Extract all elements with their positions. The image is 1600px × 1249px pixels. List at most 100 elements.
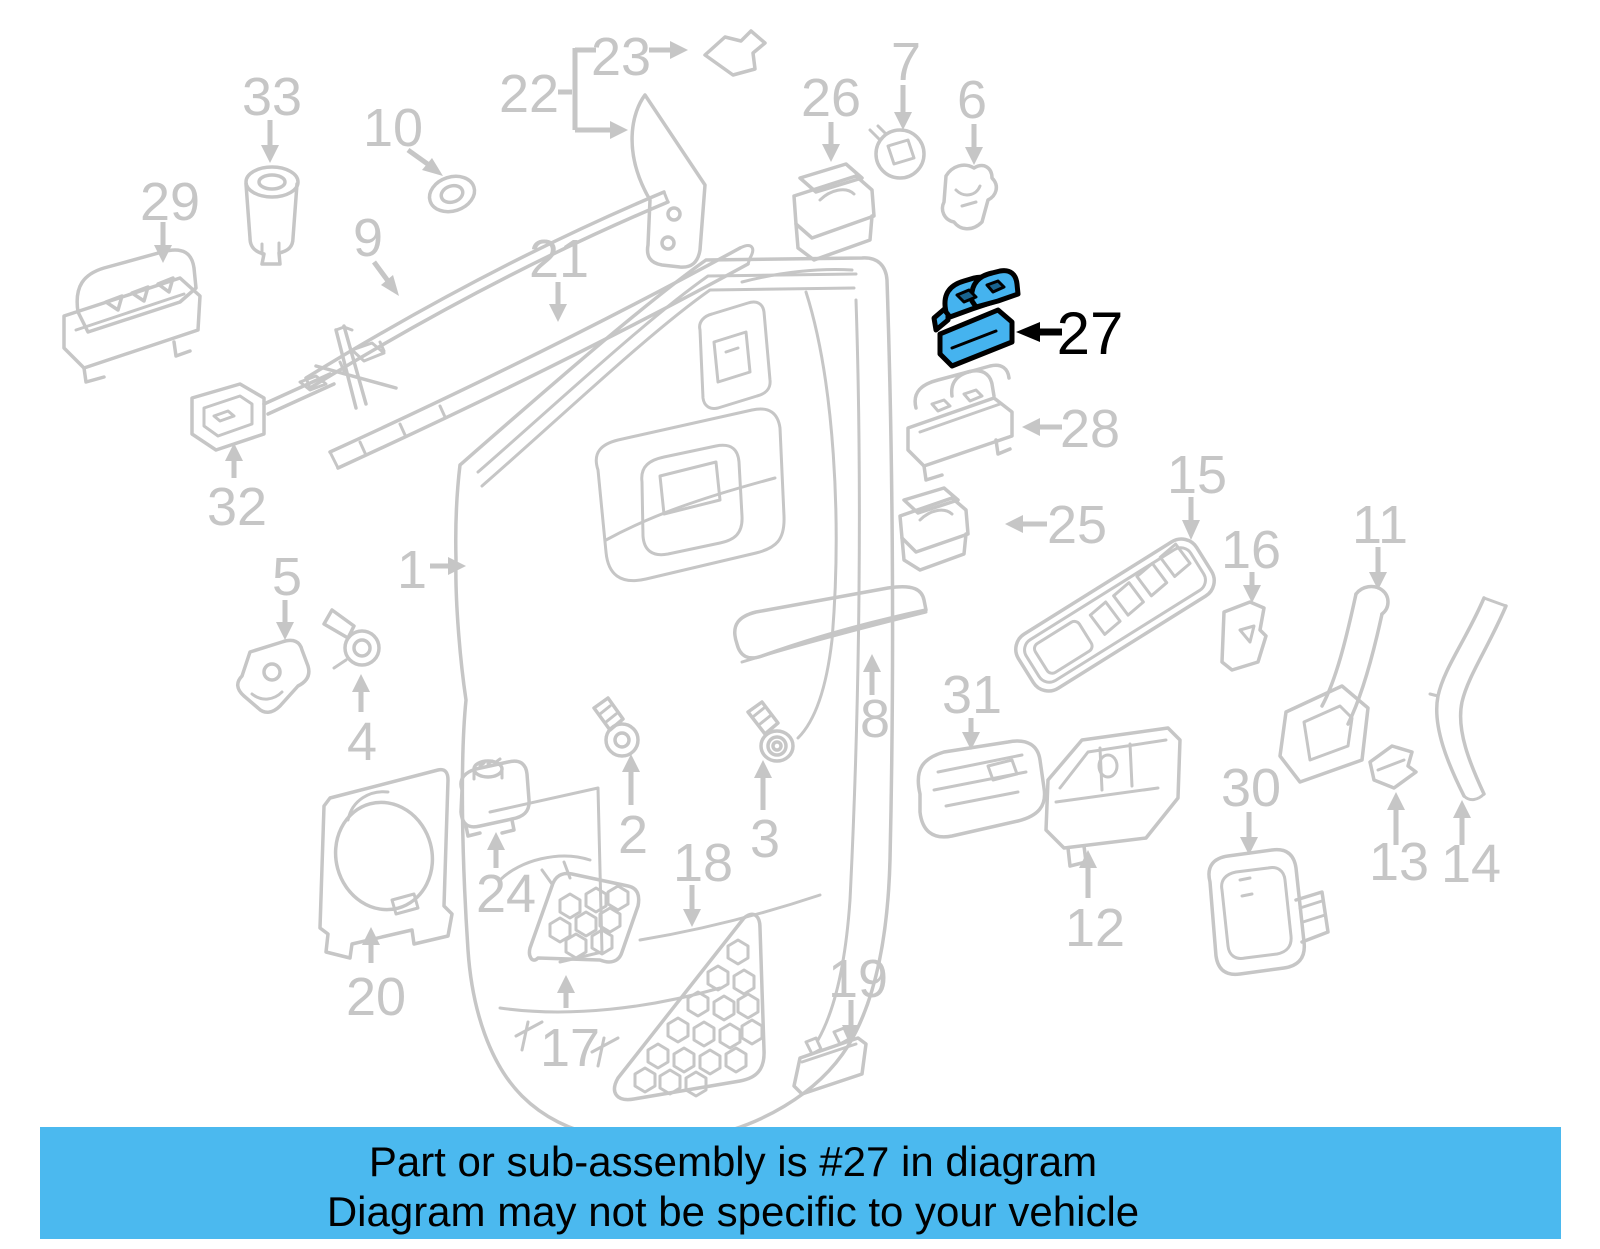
arrow-4 [352, 674, 370, 712]
part-label-11: 11 [1352, 495, 1408, 555]
arrow-20 [362, 927, 380, 963]
switch-rocker-insets [955, 279, 1006, 304]
part-19-art [792, 1026, 868, 1096]
part-label-27-highlight: 27 [1057, 300, 1124, 367]
arrow-5 [276, 600, 294, 640]
part-2-art [592, 696, 640, 758]
part-label-31: 31 [942, 665, 1002, 725]
part-label-26: 26 [801, 68, 861, 128]
part-label-18: 18 [673, 833, 733, 893]
part-29-art [62, 248, 202, 384]
part-17-art [527, 860, 641, 964]
part-33-art [244, 165, 300, 266]
part-label-6: 6 [957, 70, 987, 130]
part-label-17: 17 [540, 1018, 600, 1078]
arrow-25 [1005, 515, 1047, 533]
arrow-26 [822, 122, 840, 162]
arrow-13 [1387, 792, 1405, 845]
highlighted-part-27 [931, 268, 1021, 369]
part-25-art [898, 486, 970, 572]
part-label-4: 4 [347, 712, 377, 772]
arrow-9 [371, 260, 399, 296]
part-23-art [703, 29, 767, 77]
arrow-12 [1079, 850, 1097, 898]
part-label-24: 24 [476, 864, 536, 924]
info-banner: Part or sub-assembly is #27 in diagram D… [40, 1127, 1561, 1239]
arrow-31 [962, 718, 980, 750]
arrow-11 [1369, 547, 1387, 590]
part-label-25: 25 [1047, 495, 1107, 555]
arrow-21 [549, 282, 567, 322]
part-label-5: 5 [272, 547, 302, 607]
part-label-9: 9 [353, 208, 383, 268]
part-21-art [328, 244, 755, 470]
arrow-27-head [1016, 322, 1040, 342]
part-26-art [792, 162, 876, 262]
part-label-23: 23 [591, 27, 651, 87]
part-label-29: 29 [140, 172, 200, 232]
arrow-19 [842, 1000, 860, 1043]
arrow-32 [225, 443, 243, 478]
part-label-15: 15 [1167, 445, 1227, 505]
diagram-line-art [62, 29, 1508, 1144]
part-32-art [190, 324, 398, 452]
part-label-21: 21 [529, 229, 589, 289]
part-4-art [322, 608, 381, 670]
banner-line-1: Part or sub-assembly is #27 in diagram [369, 1138, 1097, 1185]
part-24-art [459, 757, 531, 838]
part-label-12: 12 [1065, 898, 1125, 958]
arrow-1 [430, 557, 466, 575]
part-labels: 29 33 10 9 21 22 23 26 7 6 28 25 15 16 1… [140, 27, 1501, 1078]
part-label-22: 22 [499, 64, 559, 124]
part-label-1: 1 [397, 540, 427, 600]
part-label-16: 16 [1221, 520, 1281, 580]
part-18-art [612, 912, 766, 1102]
part-30-art [1207, 847, 1330, 977]
arrow-3 [754, 760, 772, 810]
arrow-8 [863, 654, 881, 695]
arrow-18 [683, 885, 701, 927]
info-banner-background [40, 1127, 1561, 1239]
part-16-art [1220, 600, 1268, 672]
part-7-art [868, 124, 926, 180]
banner-line-2: Diagram may not be specific to your vehi… [327, 1188, 1139, 1235]
part-14-art [1428, 596, 1508, 802]
part-8-art [733, 585, 928, 664]
part-label-8: 8 [860, 689, 890, 749]
arrow-33 [261, 120, 279, 163]
part-label-7: 7 [891, 32, 921, 92]
part-10-art [427, 174, 477, 214]
part-5-art [236, 638, 311, 714]
arrow-29 [154, 222, 172, 263]
part-label-10: 10 [363, 98, 423, 158]
arrow-14 [1453, 800, 1471, 845]
callout-arrows [154, 41, 1471, 1043]
part-11-art [1278, 584, 1390, 784]
arrow-2 [622, 754, 640, 805]
part-22-art [630, 93, 707, 269]
part-label-30: 30 [1221, 758, 1281, 818]
part-20-art [318, 767, 454, 960]
highlight-callout-27: 27 [1016, 300, 1123, 367]
arrow-24 [487, 832, 505, 868]
arrow-28 [1022, 418, 1062, 436]
arrow-17 [557, 975, 575, 1008]
arrow-10 [406, 147, 443, 176]
part-label-13: 13 [1369, 832, 1429, 892]
arrow-6 [965, 124, 983, 165]
arrow-7 [894, 85, 912, 130]
part-6-art [940, 163, 999, 231]
part-28-art [906, 363, 1014, 482]
part-13-art [1368, 744, 1418, 790]
part-3-art [746, 700, 795, 763]
part-label-33: 33 [242, 67, 302, 127]
part-31-art [916, 739, 1047, 839]
part-label-20: 20 [346, 967, 406, 1027]
arrow-15 [1182, 497, 1200, 540]
part-label-32: 32 [207, 477, 267, 537]
part-label-2: 2 [618, 805, 648, 865]
arrow-30 [1240, 812, 1258, 855]
part-label-28: 28 [1060, 399, 1120, 459]
